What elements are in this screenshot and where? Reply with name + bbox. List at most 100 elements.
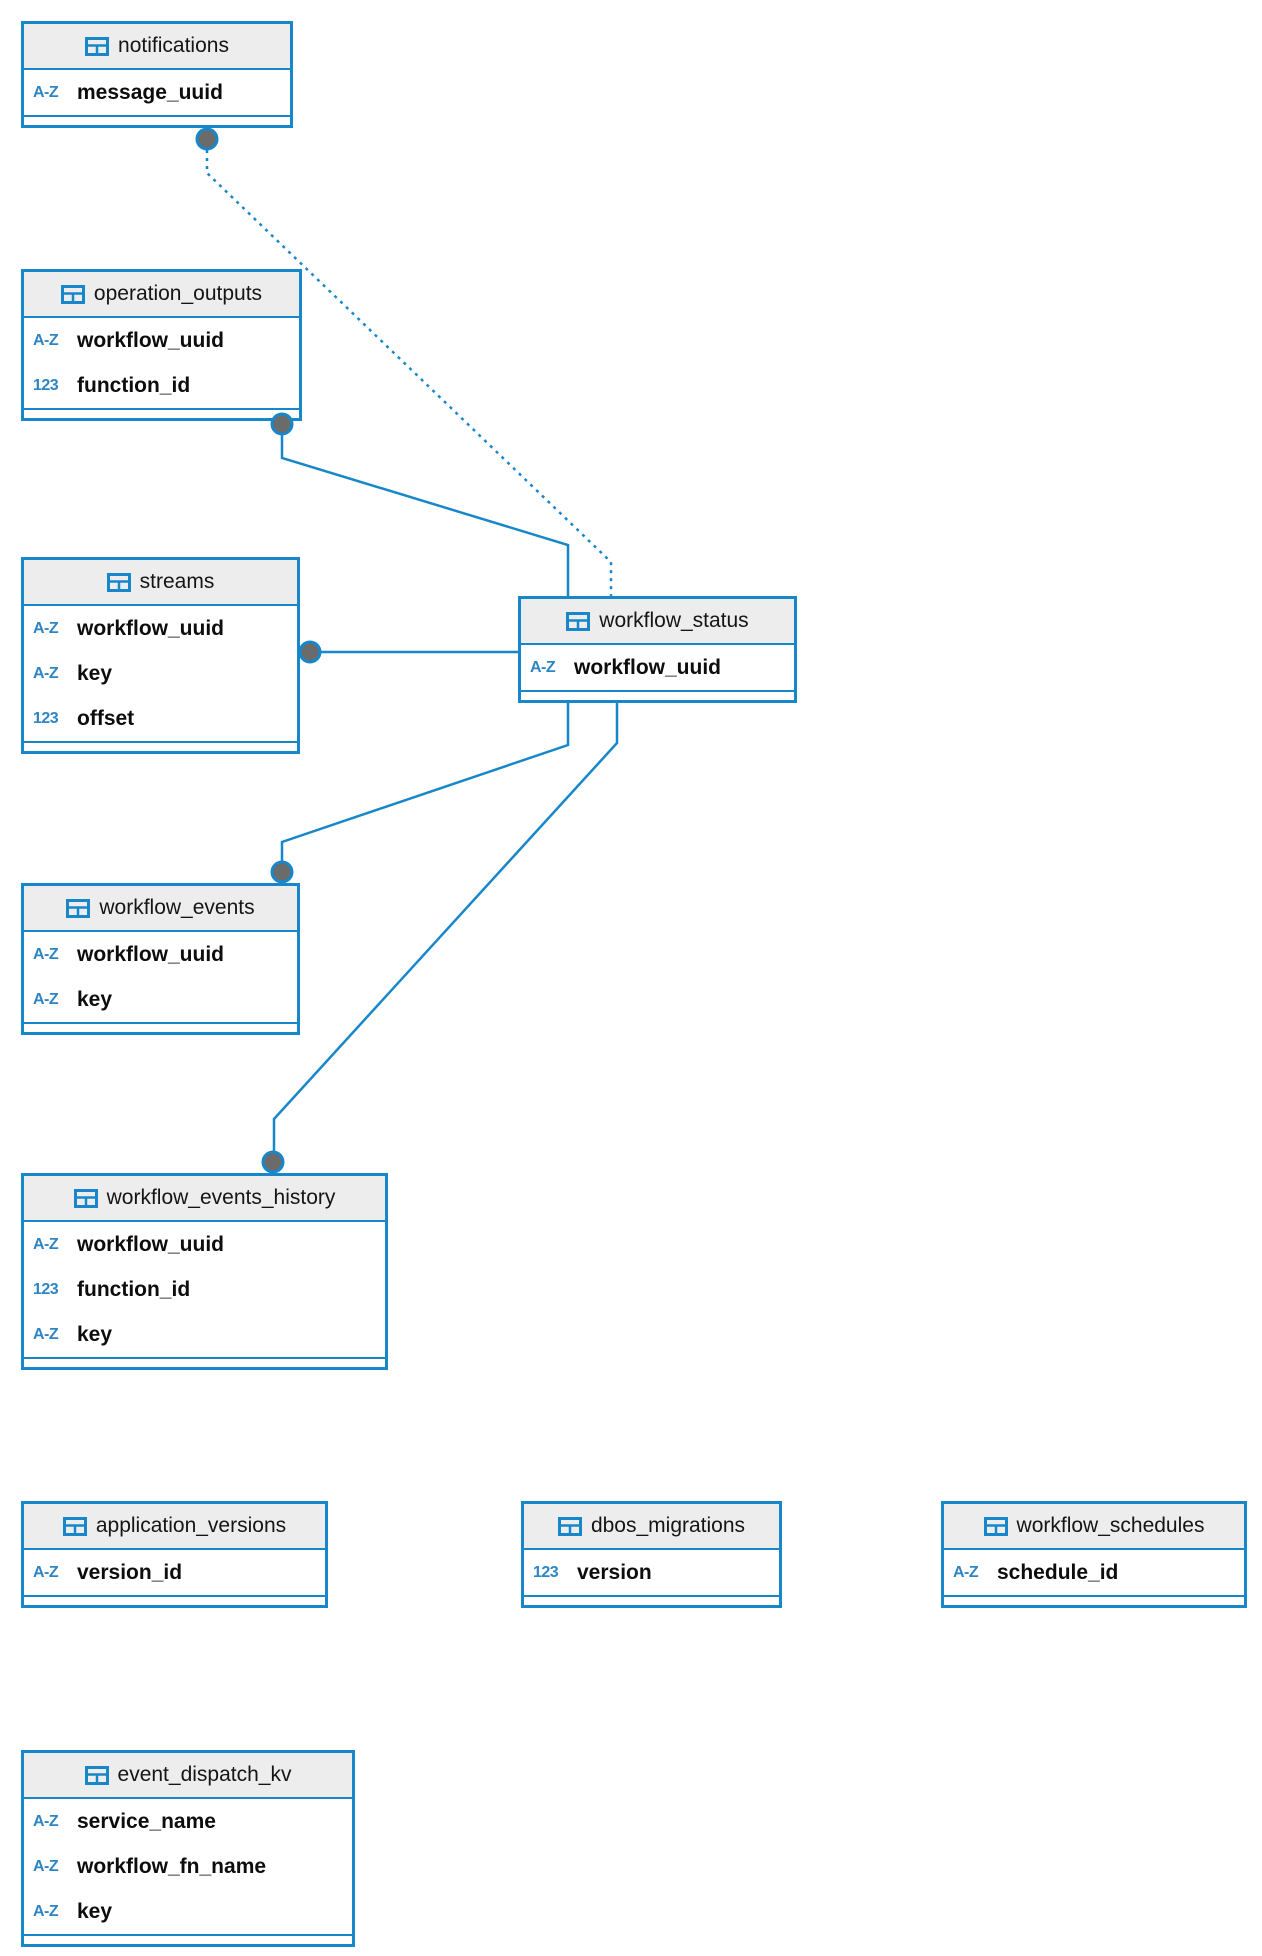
table-header[interactable]: workflow_events <box>24 886 297 932</box>
table-title: application_versions <box>95 1514 287 1537</box>
numeric-type-icon: 123 <box>33 376 59 394</box>
column-name: key <box>77 1899 113 1923</box>
anchor-dot-workflow_events_history[interactable] <box>261 1150 285 1174</box>
table-workflow_status[interactable]: workflow_status A-Z workflow_uuid <box>518 596 797 703</box>
numeric-type-icon: 123 <box>33 1280 59 1298</box>
anchor-dot-streams[interactable] <box>298 640 322 664</box>
string-type-icon: A-Z <box>33 83 59 101</box>
table-workflow_events[interactable]: workflow_events A-Z workflow_uuid A-Z ke… <box>21 883 300 1035</box>
column-row[interactable]: A-Z workflow_uuid <box>24 932 297 977</box>
column-name: workflow_uuid <box>77 328 224 352</box>
column-row[interactable]: A-Z key <box>24 651 297 696</box>
column-row[interactable]: A-Z message_uuid <box>24 70 290 115</box>
column-row[interactable]: A-Z service_name <box>24 1799 352 1844</box>
column-name: key <box>77 661 113 685</box>
table-footer <box>24 1595 325 1605</box>
column-list: A-Z workflow_uuid 123 function_id A-Z ke… <box>24 1222 385 1357</box>
table-icon <box>557 1516 582 1536</box>
table-footer <box>24 1934 352 1944</box>
table-title: streams <box>139 570 215 593</box>
table-icon <box>566 611 591 631</box>
column-list: A-Z service_name A-Z workflow_fn_name A-… <box>24 1799 352 1934</box>
column-row[interactable]: A-Z key <box>24 1889 352 1934</box>
table-icon <box>60 284 85 304</box>
table-title: workflow_events <box>99 896 255 919</box>
relationship-line-workflow_events_history-workflow_status[interactable] <box>272 702 619 1151</box>
table-icon <box>983 1516 1008 1536</box>
table-header[interactable]: application_versions <box>24 1504 325 1550</box>
column-name: schedule_id <box>997 1560 1119 1584</box>
table-title: event_dispatch_kv <box>117 1763 292 1786</box>
table-footer <box>521 690 794 700</box>
table-footer <box>944 1595 1244 1605</box>
column-row[interactable]: 123 function_id <box>24 363 299 408</box>
column-row[interactable]: A-Z workflow_uuid <box>24 606 297 651</box>
table-workflow_events_history[interactable]: workflow_events_history A-Z workflow_uui… <box>21 1173 388 1370</box>
column-list: A-Z message_uuid <box>24 70 290 115</box>
column-row[interactable]: A-Z workflow_uuid <box>24 318 299 363</box>
table-icon <box>84 1765 109 1785</box>
table-workflow_schedules[interactable]: workflow_schedules A-Z schedule_id <box>941 1501 1247 1608</box>
table-title: operation_outputs <box>93 282 263 305</box>
table-operation_outputs[interactable]: operation_outputs A-Z workflow_uuid 123 … <box>21 269 302 421</box>
column-row[interactable]: A-Z version_id <box>24 1550 325 1595</box>
string-type-icon: A-Z <box>33 331 59 349</box>
anchor-dot-notifications[interactable] <box>195 127 219 151</box>
column-row[interactable]: A-Z workflow_uuid <box>521 645 794 690</box>
column-name: version <box>577 1560 652 1584</box>
table-header[interactable]: workflow_events_history <box>24 1176 385 1222</box>
table-footer <box>24 115 290 125</box>
table-title: workflow_status <box>599 609 749 632</box>
table-header[interactable]: workflow_schedules <box>944 1504 1244 1550</box>
numeric-type-icon: 123 <box>33 709 59 727</box>
column-name: workflow_uuid <box>574 655 721 679</box>
column-row[interactable]: 123 version <box>524 1550 779 1595</box>
string-type-icon: A-Z <box>33 619 59 637</box>
table-header[interactable]: notifications <box>24 24 290 70</box>
table-dbos_migrations[interactable]: dbos_migrations 123 version <box>521 1501 782 1608</box>
column-row[interactable]: A-Z schedule_id <box>944 1550 1244 1595</box>
relationship-line-notifications-workflow_status[interactable] <box>205 150 613 597</box>
table-event_dispatch_kv[interactable]: event_dispatch_kv A-Z service_name A-Z w… <box>21 1750 355 1947</box>
string-type-icon: A-Z <box>33 1902 59 1920</box>
column-name: key <box>77 987 113 1011</box>
column-row[interactable]: A-Z key <box>24 1312 385 1357</box>
table-footer <box>24 1022 297 1032</box>
string-type-icon: A-Z <box>33 945 59 963</box>
column-row[interactable]: 123 offset <box>24 696 297 741</box>
column-row[interactable]: A-Z key <box>24 977 297 1022</box>
table-icon <box>62 1516 87 1536</box>
column-list: A-Z version_id <box>24 1550 325 1595</box>
string-type-icon: A-Z <box>33 1857 59 1875</box>
table-title: dbos_migrations <box>590 1514 746 1537</box>
table-icon <box>66 898 91 918</box>
string-type-icon: A-Z <box>33 1325 59 1343</box>
column-row[interactable]: 123 function_id <box>24 1267 385 1312</box>
table-notifications[interactable]: notifications A-Z message_uuid <box>21 21 293 128</box>
table-streams[interactable]: streams A-Z workflow_uuid A-Z key 123 of… <box>21 557 300 754</box>
relationship-line-operation_outputs-workflow_status[interactable] <box>280 435 570 597</box>
column-name: version_id <box>77 1560 183 1584</box>
column-row[interactable]: A-Z workflow_uuid <box>24 1222 385 1267</box>
table-icon <box>85 36 110 56</box>
string-type-icon: A-Z <box>953 1563 979 1581</box>
table-icon <box>106 572 131 592</box>
column-name: workflow_uuid <box>77 942 224 966</box>
column-name: workflow_fn_name <box>77 1854 267 1878</box>
table-header[interactable]: workflow_status <box>521 599 794 645</box>
table-header[interactable]: event_dispatch_kv <box>24 1753 352 1799</box>
table-header[interactable]: operation_outputs <box>24 272 299 318</box>
anchor-dot-workflow_events[interactable] <box>270 860 294 884</box>
column-name: workflow_uuid <box>77 616 224 640</box>
relationship-line-workflow_events-workflow_status[interactable] <box>280 702 570 861</box>
table-title: workflow_events_history <box>106 1186 336 1209</box>
table-title: workflow_schedules <box>1016 1514 1205 1537</box>
table-application_versions[interactable]: application_versions A-Z version_id <box>21 1501 328 1608</box>
string-type-icon: A-Z <box>33 664 59 682</box>
string-type-icon: A-Z <box>33 1812 59 1830</box>
column-row[interactable]: A-Z workflow_fn_name <box>24 1844 352 1889</box>
column-list: A-Z schedule_id <box>944 1550 1244 1595</box>
table-header[interactable]: streams <box>24 560 297 606</box>
table-header[interactable]: dbos_migrations <box>524 1504 779 1550</box>
